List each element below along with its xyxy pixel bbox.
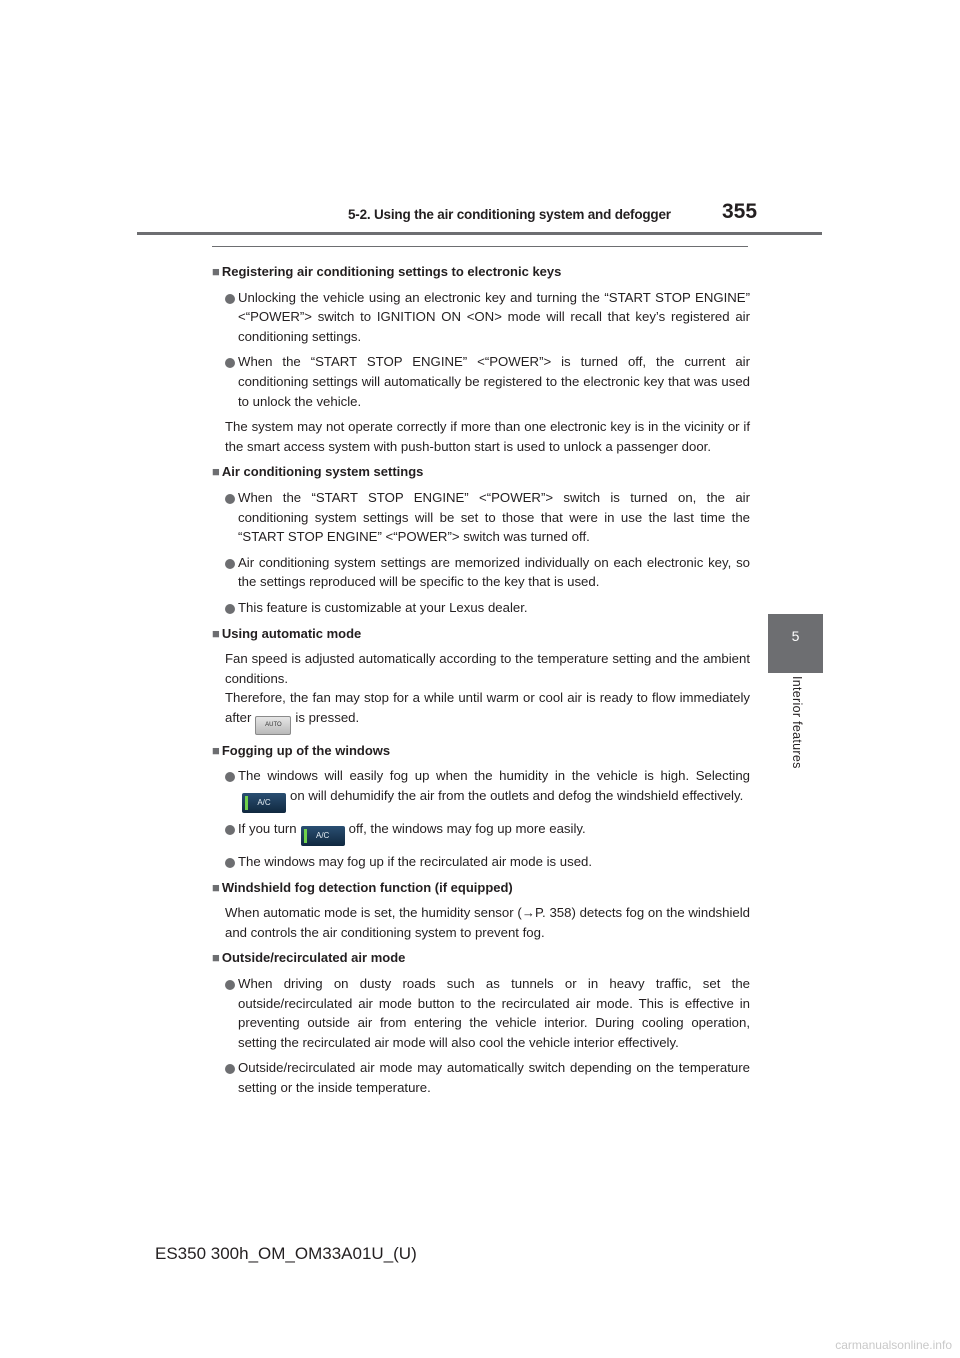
round-bullet-icon [225,603,235,614]
auto-button-icon: AUTO [255,715,292,735]
round-bullet-icon [225,293,235,304]
round-bullet-icon [225,858,235,869]
square-bullet-icon: ■ [212,879,220,895]
ac-button-icon: A/C [300,826,345,847]
ac-button-icon: A/C [242,793,286,814]
paragraph: When automatic mode is set, the humidity… [225,905,750,940]
bullet-item: This feature is customizable at your Lex… [212,598,750,618]
round-bullet-icon [225,825,235,836]
round-bullet-icon [225,558,235,569]
page-number: 355 [722,200,758,223]
bullet-item: The windows will easily fog up when the … [212,766,750,814]
header-rule [137,232,822,235]
chapter-tab-number: 5 [791,628,800,644]
bullet-item: Air conditioning system settings are mem… [212,553,750,592]
square-bullet-icon: ■ [212,625,220,641]
note-paragraph: The system may not operate correctly if … [225,419,750,454]
square-bullet-icon: ■ [212,464,220,480]
round-bullet-icon [225,980,235,991]
bullet-item: The windows may fog up if the recirculat… [212,852,750,872]
square-bullet-icon: ■ [212,950,220,966]
bullet-item: When the “START STOP ENGINE” <“POWER”> i… [212,352,750,411]
section-heading: ■Air conditioning system settings [212,464,424,480]
square-bullet-icon: ■ [212,742,220,758]
round-bullet-icon [225,1064,235,1075]
page-content: ■Registering air conditioning settings t… [212,262,750,1104]
square-bullet-icon: ■ [212,264,220,279]
section-heading: ■Using automatic mode [212,625,362,641]
bullet-item: When the “START STOP ENGINE” <“POWER”> s… [212,488,750,547]
header-title: 5-2. Using the air conditioning system a… [348,207,671,222]
section-heading: ■Registering air conditioning settings t… [212,264,562,279]
bullet-item: When driving on dusty roads such as tunn… [212,974,750,1052]
round-bullet-icon [225,772,235,783]
chapter-tab [768,614,823,673]
section-heading: ■Fogging up of the windows [212,742,391,758]
bullet-item: Outside/recirculated air mode may automa… [212,1058,750,1097]
watermark: carmanualsonline.info [835,1338,952,1352]
round-bullet-icon [225,493,235,504]
round-bullet-icon [225,358,235,369]
section-heading: ■Outside/recirculated air mode [212,950,406,966]
bullet-item: Unlocking the vehicle using an electroni… [212,288,750,347]
paragraph: Therefore, the fan may stop for a while … [212,688,750,735]
paragraph: Fan speed is adjusted automatically acco… [225,651,750,686]
document-code-footer: ES350 300h_OM_OM33A01U_(U) [155,1244,417,1263]
section-rule [212,246,748,247]
chapter-tab-label: Interior features [790,676,804,769]
section-heading: ■Windshield fog detection function (if e… [212,879,513,895]
